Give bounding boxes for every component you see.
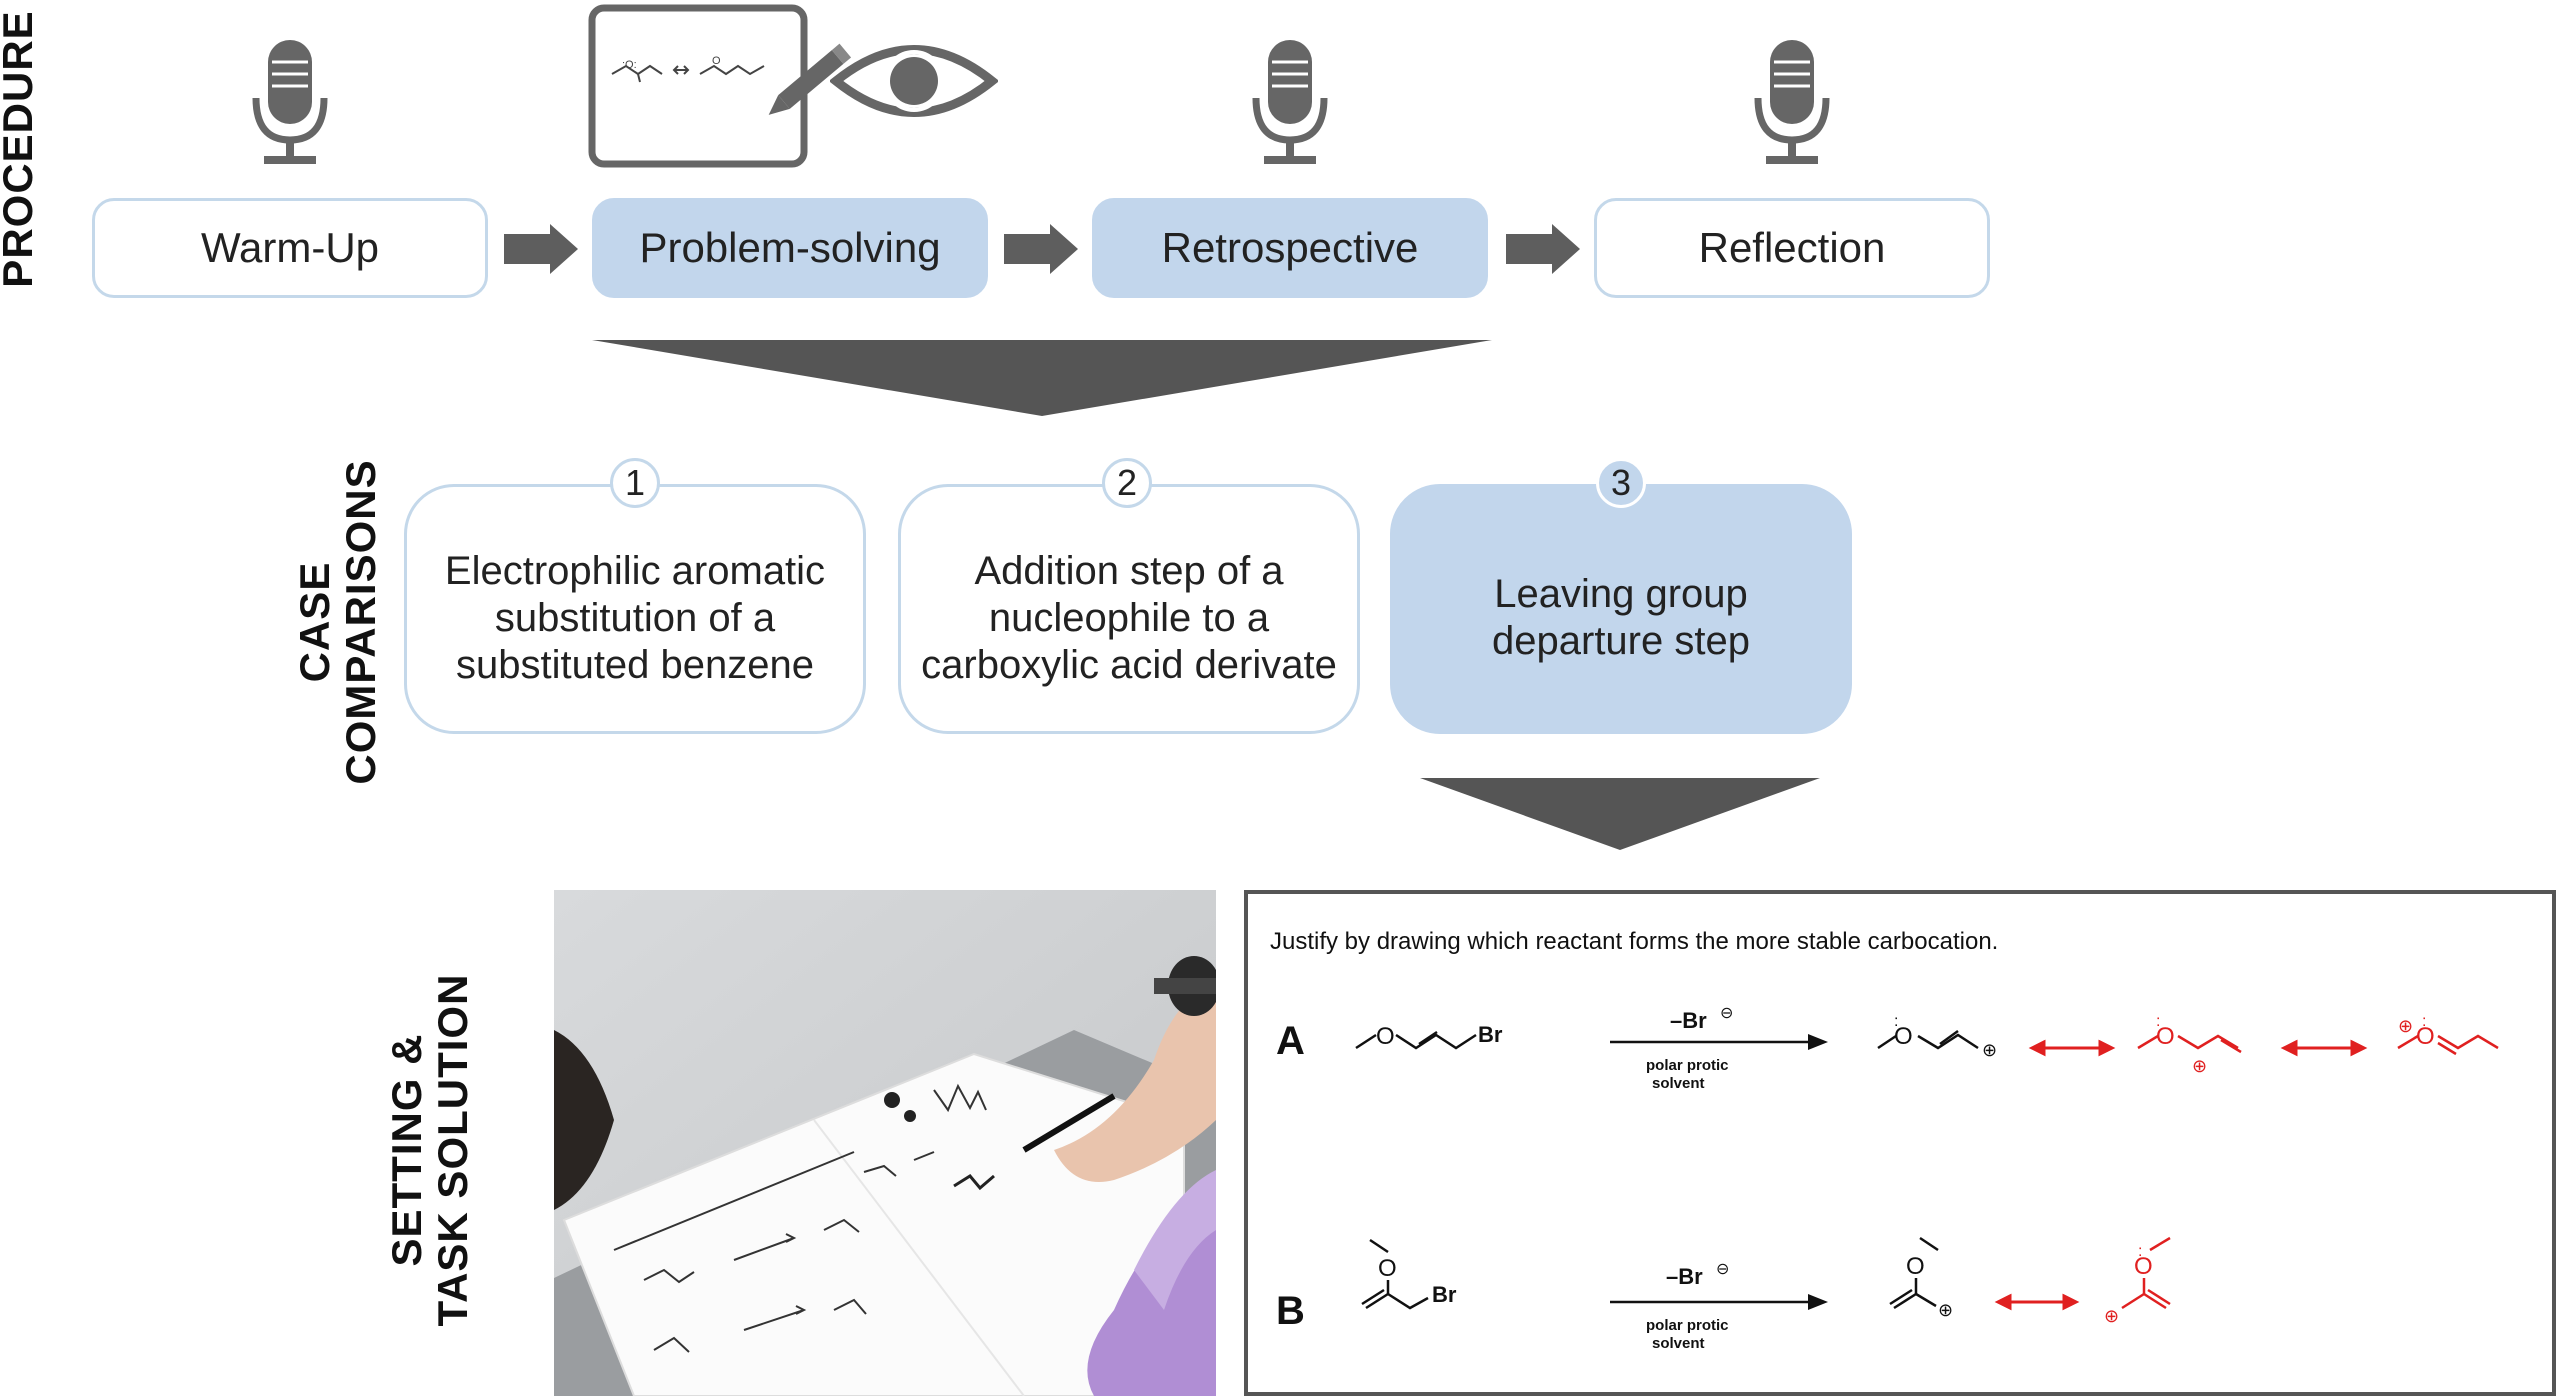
task-instruction: Justify by drawing which reactant forms … [1270,928,1999,955]
svg-text:⊕: ⊕ [2104,1306,2119,1326]
svg-text:⊕: ⊕ [2192,1056,2207,1076]
task-solution-panel: Justify by drawing which reactant forms … [1244,890,2556,1396]
setting-label: SETTING & TASK SOLUTION [383,973,476,1327]
conditions-b-2: solvent [1652,1335,1705,1352]
step-problem-solving: Problem-solving [592,198,988,298]
svg-text:O: O [2156,1023,2175,1050]
step-retrospective: Retrospective [1092,198,1488,298]
reactant-a-oxygen: O [1376,1023,1395,1050]
svg-text:O: O [2416,1023,2435,1050]
focus-triangle [1420,778,1820,850]
arrow-right-icon [504,224,578,274]
svg-text:⊕: ⊕ [1938,1300,1953,1320]
conditions-b-1: polar protic [1646,1317,1729,1334]
svg-text:O: O [1894,1023,1913,1050]
setting-photo [554,890,1216,1396]
conditions-a-1: polar protic [1646,1057,1729,1074]
arrow-right-icon [1506,224,1580,274]
svg-text:⊕: ⊕ [1982,1040,1997,1060]
svg-text::: : [1894,1013,1898,1030]
svg-text::: : [2156,1013,2160,1030]
reactant-b-oxygen: O [1378,1255,1397,1282]
case-comparisons-label: CASE COMPARISONS [291,459,384,785]
step-reflection: Reflection [1594,198,1990,298]
reaction-scheme: A O Br –Br ⊖ polar protic solvent O : ⊕ [1276,1005,2499,1352]
svg-text:O: O [2134,1253,2153,1280]
reagent-a: –Br [1670,1008,1707,1033]
svg-text::O:: :O: [622,59,637,71]
reaction-b-label: B [1276,1289,1305,1333]
svg-text:⊕: ⊕ [2398,1016,2413,1036]
microphone-icon [1252,40,1328,164]
case-1: Electrophilic aromatic substitution of a… [404,484,866,734]
svg-text:O: O [712,55,721,67]
microphone-icon [252,40,328,164]
case-number-1: 1 [610,458,660,508]
funnel-triangle [592,340,1492,416]
eye-icon [830,45,998,117]
svg-text:O: O [1906,1253,1925,1280]
arrow-right-icon [1004,224,1078,274]
svg-text::: : [2138,1243,2142,1260]
case-3: Leaving group departure step [1390,484,1852,734]
case-number-2: 2 [1102,458,1152,508]
reagent-b-charge: ⊖ [1716,1261,1729,1278]
reactant-a-br: Br [1478,1022,1503,1047]
procedure-label: PROCEDURE [0,10,41,288]
step-warm-up: Warm-Up [92,198,488,298]
reactant-b-br: Br [1432,1282,1457,1307]
tablet-drawing-icon: :O: O [588,4,852,168]
reagent-b: –Br [1666,1264,1703,1289]
conditions-a-2: solvent [1652,1075,1705,1092]
microphone-icon [1754,40,1830,164]
svg-text::: : [2422,1013,2426,1030]
reaction-a-label: A [1276,1019,1305,1063]
case-number-3: 3 [1596,458,1646,508]
reagent-a-charge: ⊖ [1720,1005,1733,1022]
case-2: Addition step of a nucleophile to a carb… [898,484,1360,734]
